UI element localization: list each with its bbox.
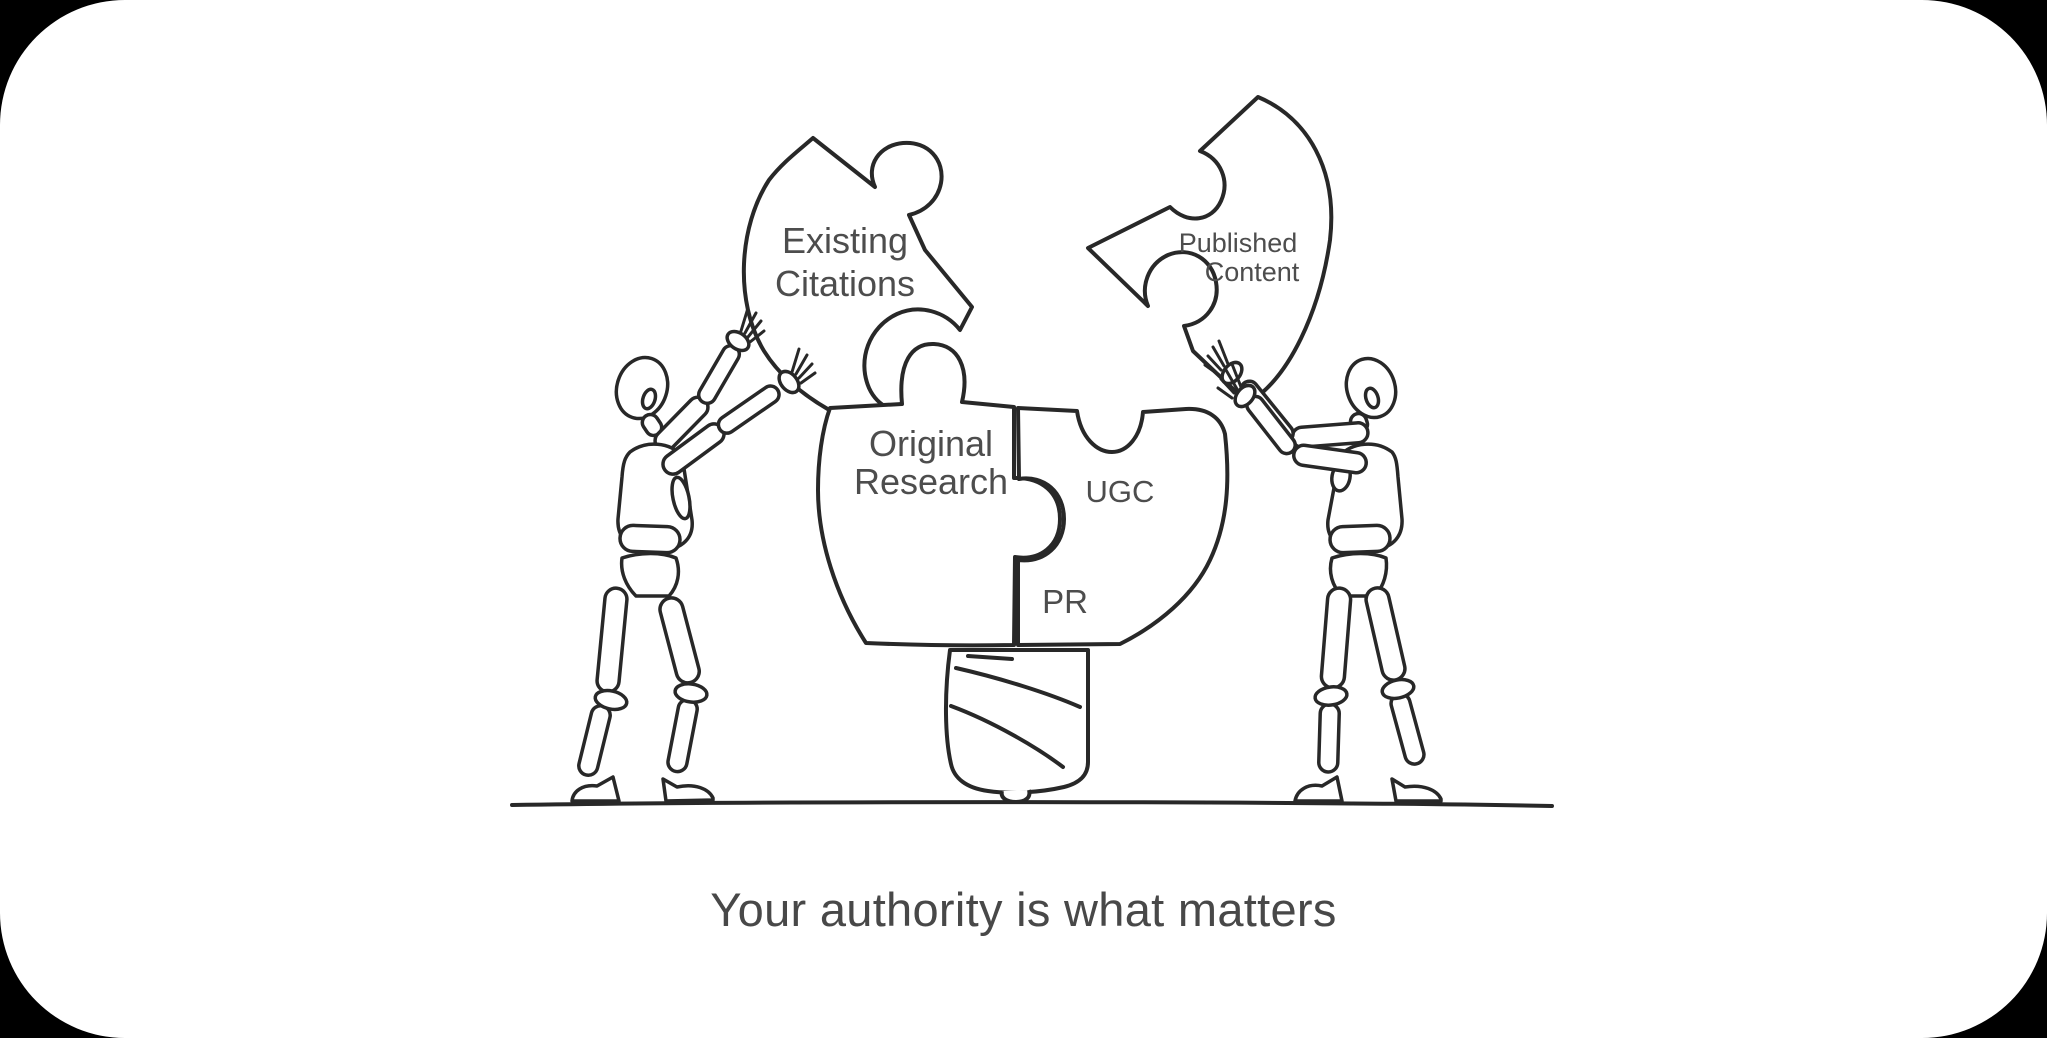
robot-right-palm-b (1233, 383, 1257, 409)
robot-right-fingers-a (1203, 339, 1230, 377)
robot-left-back-knee (593, 688, 629, 712)
puzzle-piece-published-content: Published Content (1086, 95, 1334, 405)
bulb-base-thread-1 (966, 654, 1014, 661)
robot-right-back-knee (1380, 677, 1416, 701)
label-pr: PR (1042, 583, 1088, 620)
robot-right-front-shin (1317, 702, 1341, 774)
robot-left-fingers-b (790, 347, 817, 385)
caption-text: Your authority is what matters (710, 883, 1337, 936)
robot-right-ear (1363, 386, 1381, 410)
robot-left-forearm-a (696, 343, 742, 406)
robot-right-waist (1328, 523, 1392, 555)
robot-left-palm-a (725, 329, 751, 353)
label-ugc: UGC (1086, 474, 1155, 509)
puzzle-piece-published-content-outline (1086, 95, 1334, 405)
robot-right-pelvis (1328, 551, 1389, 598)
label-original-research-line1: Original (869, 423, 993, 464)
ground-line (510, 800, 1554, 808)
bulb-base-thread-2 (954, 666, 1082, 709)
robot-left-head (614, 355, 670, 421)
robot-left-forearm-b (716, 384, 781, 435)
robot-right (1203, 339, 1443, 803)
puzzle-piece-existing-citations-outline (741, 136, 974, 436)
label-published-content-line1: Published (1179, 228, 1298, 258)
label-existing-citations-line1: Existing (782, 220, 908, 261)
robot-left-front-thigh (658, 596, 701, 685)
robot-right-front-foot (1293, 775, 1344, 803)
robot-left-back-shin (577, 704, 612, 777)
robot-left-palm-b (777, 369, 801, 395)
robot-left-back-thigh (595, 586, 629, 694)
robot-left-hand-a (725, 306, 766, 353)
bulb-base-thread-3 (949, 704, 1065, 769)
robot-right-front-thigh (1319, 586, 1353, 690)
robot-right-upper-arm-b (1292, 443, 1368, 475)
puzzle-piece-existing-citations: Existing Citations (741, 136, 974, 436)
robot-left-chest-detail (670, 475, 692, 521)
robot-right-hand-b (1216, 362, 1257, 409)
robot-right-fingers-b (1216, 362, 1243, 400)
robot-left-pelvis (619, 551, 681, 598)
puzzle-piece-ugc-pr: UGC PR (1016, 406, 1230, 647)
robot-left-waist (618, 523, 682, 555)
robot-left (570, 306, 817, 803)
label-published-content-line2: Content (1205, 257, 1300, 287)
robot-right-back-shin (1389, 692, 1426, 766)
robot-right-back-foot (1390, 777, 1443, 803)
puzzle-piece-original-research-outline (816, 341, 1062, 648)
lightbulb-puzzle: Existing Citations Original Research UGC… (741, 95, 1334, 804)
puzzle-piece-original-research: Original Research (816, 341, 1062, 648)
robot-right-front-knee (1313, 685, 1349, 707)
robot-left-front-foot (661, 777, 715, 803)
robot-left-hand-b (777, 347, 817, 395)
robot-left-back-foot (570, 775, 621, 803)
robot-left-front-knee (673, 682, 709, 704)
robot-left-fingers-a (739, 306, 766, 344)
label-original-research-line2: Research (854, 461, 1008, 502)
robot-left-front-shin (666, 697, 699, 774)
robot-right-back-thigh (1364, 586, 1407, 682)
label-existing-citations-line2: Citations (775, 263, 915, 304)
robot-left-ear (640, 387, 658, 411)
bulb-screw-base (943, 648, 1090, 804)
puzzle-piece-ugc-pr-outline (1016, 406, 1230, 647)
